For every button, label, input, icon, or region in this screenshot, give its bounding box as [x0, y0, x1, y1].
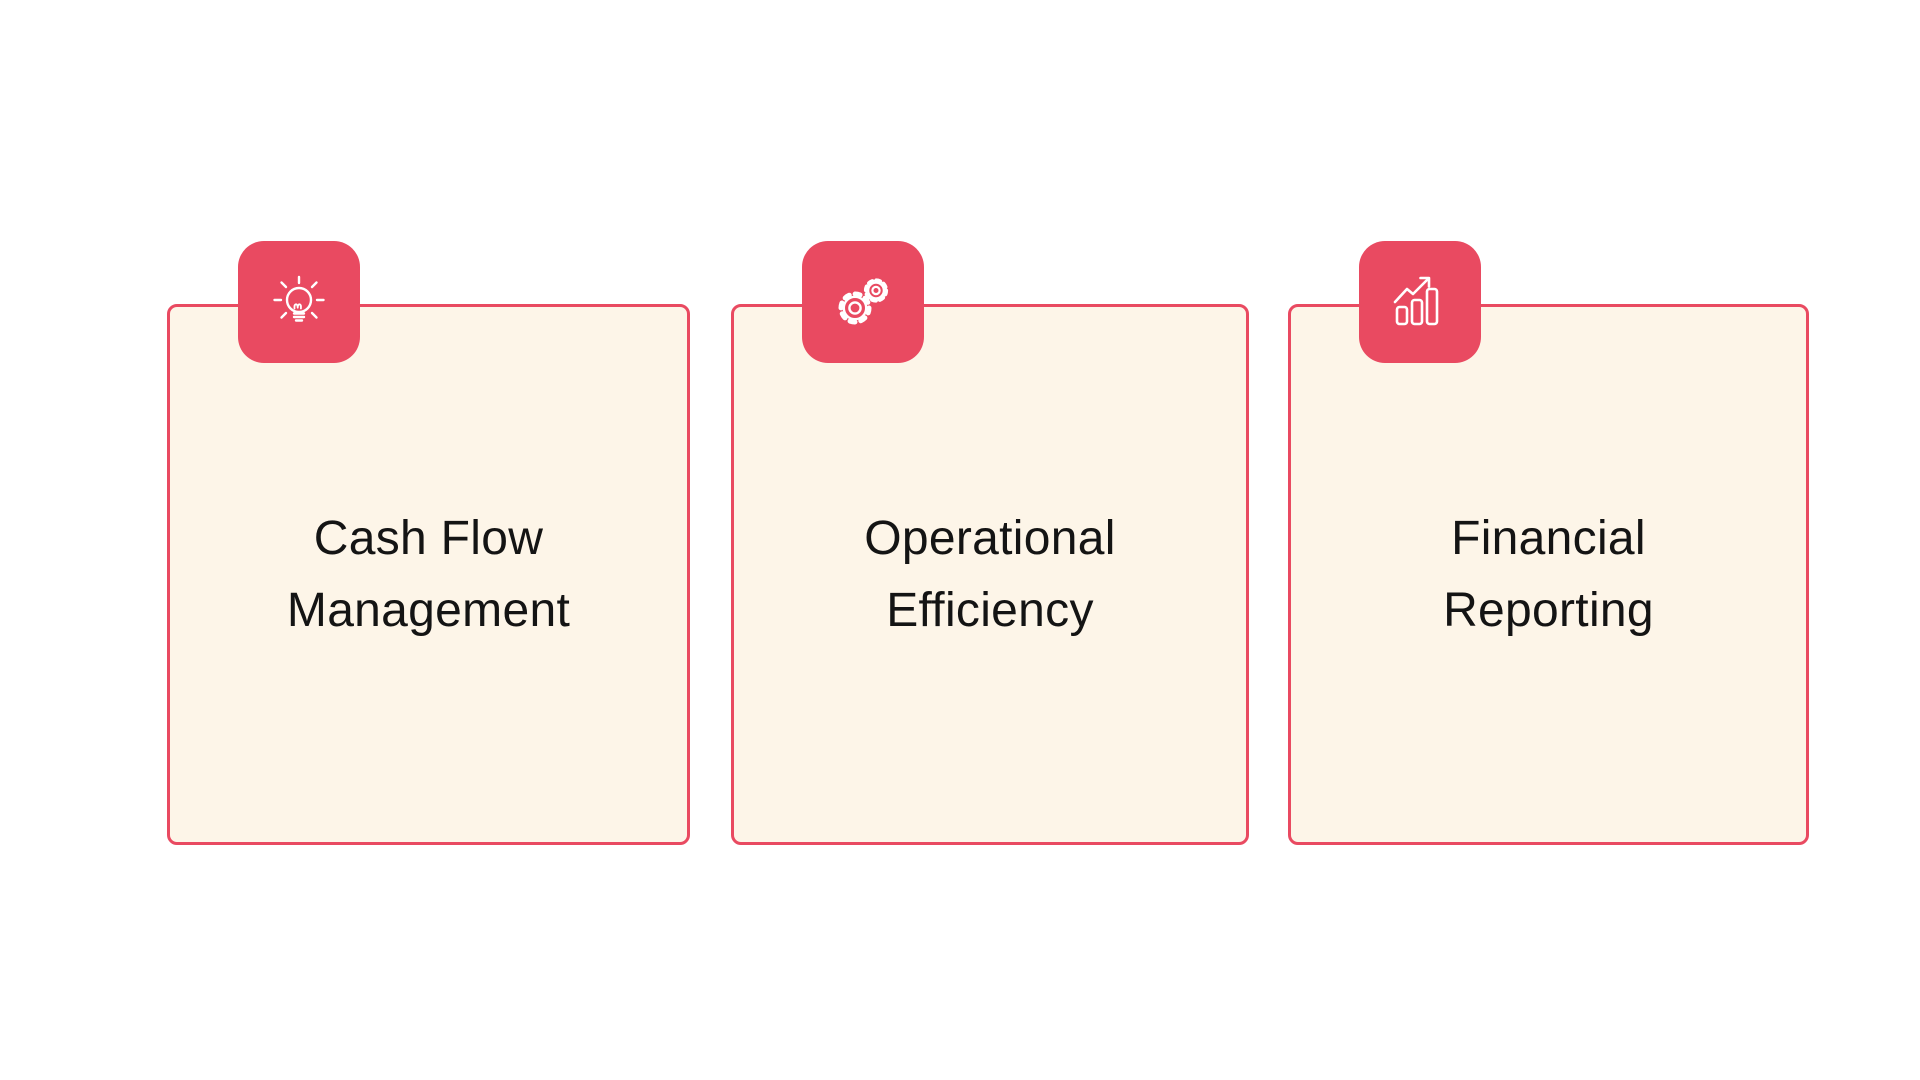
card-title-line1: Operational [864, 511, 1116, 565]
card-title-line1: Financial [1451, 511, 1646, 565]
card-title: Cash Flow Management [287, 503, 570, 647]
icon-badge [238, 241, 360, 363]
lightbulb-icon [273, 275, 325, 322]
card-financial-reporting: Financial Reporting [1288, 241, 1809, 845]
card-title-line2: Reporting [1443, 583, 1654, 637]
bar-chart-icon [1393, 276, 1439, 326]
card-title: Operational Efficiency [864, 503, 1115, 647]
icon-badge [802, 241, 924, 363]
icon-badge [1359, 241, 1481, 363]
card-cash-flow-management: Cash Flow Management [167, 241, 690, 845]
card-title: Financial Reporting [1443, 503, 1654, 647]
card-title-line2: Management [286, 583, 571, 637]
card-operational-efficiency: Operational Efficiency [731, 241, 1249, 845]
gears-icon [838, 278, 889, 325]
card-title-line1: Cash Flow [313, 511, 544, 565]
card-title-line2: Efficiency [886, 583, 1094, 637]
